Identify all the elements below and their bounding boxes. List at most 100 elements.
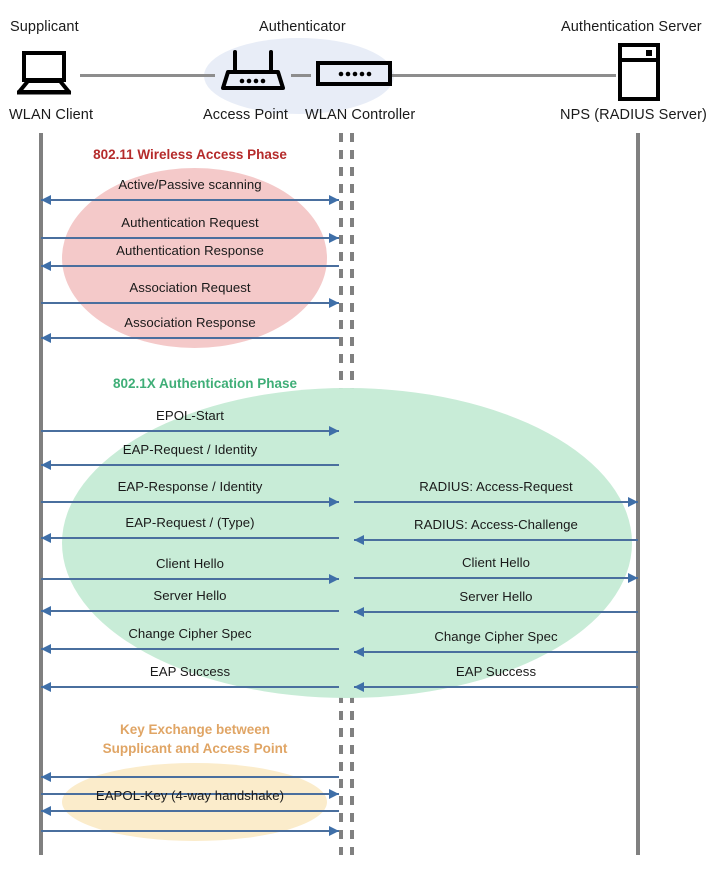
msg-left-message-14-line	[41, 793, 339, 795]
msg-left-eap-response-identity-7: EAP-Response / Identity	[41, 479, 339, 503]
actor-device-nps-server: NPS (RADIUS Server)	[560, 107, 707, 123]
msg-right-radius-access-request-0-label: RADIUS: Access-Request	[419, 479, 573, 494]
msg-left-association-request-3: Association Request	[41, 280, 339, 304]
msg-left-client-hello-9-arrowhead-right	[329, 574, 339, 584]
server-tower-icon	[617, 43, 661, 101]
msg-left-change-cipher-spec-11-label: Change Cipher Spec	[128, 626, 252, 641]
msg-left-eap-success-12-line	[41, 686, 339, 688]
msg-left-client-hello-9: Client Hello	[41, 556, 339, 580]
msg-left-eap-response-identity-7-label: EAP-Response / Identity	[117, 479, 263, 494]
msg-left-message-16-line	[41, 830, 339, 832]
link-controller-to-server	[392, 74, 616, 77]
actor-role-supplicant: Supplicant	[10, 19, 79, 35]
msg-right-server-hello-3-line	[354, 611, 638, 613]
msg-left-message-13-line	[41, 776, 339, 778]
msg-left-message-14-arrowhead-right	[329, 789, 339, 799]
msg-right-eap-success-5: EAP Success	[354, 664, 638, 688]
msg-right-radius-access-request-0: RADIUS: Access-Request	[354, 479, 638, 503]
lifeline-supplicant	[39, 133, 43, 855]
msg-left-authentication-request-1-arrowhead-right	[329, 233, 339, 243]
link-ap-to-controller	[291, 74, 311, 77]
msg-right-eap-success-5-line	[354, 686, 638, 688]
msg-left-association-response-4-arrowhead-left	[41, 333, 51, 343]
msg-left-active-passive-scanning-0-arrowhead-left	[41, 195, 51, 205]
msg-left-association-response-4-line	[41, 337, 339, 339]
msg-left-change-cipher-spec-11-arrowhead-left	[41, 644, 51, 654]
msg-left-epol-start-5-line	[41, 430, 339, 432]
msg-left-association-response-4-label: Association Response	[124, 315, 256, 330]
msg-left-eapol-key-4-way-handshake-15: EAPOL-Key (4-way handshake)	[41, 788, 339, 812]
msg-left-epol-start-5: EPOL-Start	[41, 408, 339, 432]
msg-left-eap-request-identity-6-label: EAP-Request / Identity	[122, 442, 258, 457]
msg-right-radius-access-challenge-1-arrowhead-left	[354, 535, 364, 545]
msg-right-server-hello-3-arrowhead-left	[354, 607, 364, 617]
actor-role-auth-server: Authentication Server	[561, 19, 702, 35]
msg-left-message-13-arrowhead-left	[41, 772, 51, 782]
msg-right-change-cipher-spec-4-arrowhead-left	[354, 647, 364, 657]
msg-right-change-cipher-spec-4-label: Change Cipher Spec	[434, 629, 558, 644]
msg-left-eap-request-type-8-line	[41, 537, 339, 539]
actor-role-authenticator: Authenticator	[259, 19, 346, 35]
msg-right-radius-access-challenge-1-label: RADIUS: Access-Challenge	[414, 517, 578, 532]
msg-right-change-cipher-spec-4: Change Cipher Spec	[354, 629, 638, 653]
msg-right-server-hello-3-label: Server Hello	[459, 589, 533, 604]
msg-left-change-cipher-spec-11: Change Cipher Spec	[41, 626, 339, 650]
msg-left-authentication-request-1-label: Authentication Request	[121, 215, 259, 230]
msg-right-eap-success-5-arrowhead-left	[354, 682, 364, 692]
phase-blob-wireless-access	[62, 168, 327, 348]
msg-right-radius-access-request-0-arrowhead-right	[628, 497, 638, 507]
msg-left-association-response-4: Association Response	[41, 315, 339, 339]
msg-right-client-hello-2: Client Hello	[354, 555, 638, 579]
phase-label-wireless-access: 802.11 Wireless Access Phase	[93, 147, 287, 162]
msg-left-server-hello-10: Server Hello	[41, 588, 339, 612]
msg-left-message-16	[41, 808, 339, 832]
msg-right-client-hello-2-label: Client Hello	[461, 555, 531, 570]
phase-blob-dot1x-auth	[62, 388, 632, 698]
msg-left-authentication-response-2-label: Authentication Response	[116, 243, 264, 258]
msg-left-eapol-key-4-way-handshake-15-label: EAPOL-Key (4-way handshake)	[95, 788, 285, 803]
msg-left-association-request-3-arrowhead-right	[329, 298, 339, 308]
msg-left-eap-request-type-8-label: EAP-Request / (Type)	[125, 515, 255, 530]
lifeline-auth-server	[636, 133, 640, 855]
msg-left-change-cipher-spec-11-line	[41, 648, 339, 650]
link-client-to-ap	[80, 74, 215, 77]
phase-label-key-exchange-line1: Key Exchange between	[119, 722, 271, 737]
msg-left-eap-request-identity-6-arrowhead-left	[41, 460, 51, 470]
msg-right-server-hello-3: Server Hello	[354, 589, 638, 613]
msg-left-message-16-arrowhead-right	[329, 826, 339, 836]
laptop-icon	[13, 50, 75, 96]
msg-left-epol-start-5-label: EPOL-Start	[156, 408, 224, 423]
msg-right-radius-access-request-0-line	[354, 501, 638, 503]
msg-left-active-passive-scanning-0-line	[41, 199, 339, 201]
msg-left-association-request-3-line	[41, 302, 339, 304]
actor-device-wlan-controller: WLAN Controller	[305, 107, 416, 123]
msg-left-eap-success-12-label: EAP Success	[149, 664, 231, 679]
msg-left-authentication-response-2-line	[41, 265, 339, 267]
msg-left-eapol-key-4-way-handshake-15-line	[41, 810, 339, 812]
actor-device-wlan-client: WLAN Client	[9, 107, 94, 123]
msg-left-epol-start-5-arrowhead-right	[329, 426, 339, 436]
actor-device-access-point: Access Point	[203, 107, 289, 123]
msg-right-eap-success-5-label: EAP Success	[455, 664, 537, 679]
msg-right-client-hello-2-line	[354, 577, 638, 579]
msg-left-eap-success-12-arrowhead-left	[41, 682, 51, 692]
msg-left-server-hello-10-label: Server Hello	[153, 588, 227, 603]
msg-left-server-hello-10-arrowhead-left	[41, 606, 51, 616]
msg-left-eapol-key-4-way-handshake-15-arrowhead-left	[41, 806, 51, 816]
msg-right-client-hello-2-arrowhead-right	[628, 573, 638, 583]
msg-left-server-hello-10-line	[41, 610, 339, 612]
msg-left-association-request-3-label: Association Request	[129, 280, 251, 295]
wireless-router-icon	[215, 50, 291, 96]
msg-left-eap-response-identity-7-line	[41, 501, 339, 503]
phase-label-key-exchange-line2: Supplicant and Access Point	[102, 741, 288, 756]
msg-right-change-cipher-spec-4-line	[354, 651, 638, 653]
msg-left-authentication-response-2: Authentication Response	[41, 243, 339, 267]
controller-box-icon	[315, 60, 393, 88]
msg-right-radius-access-challenge-1-line	[354, 539, 638, 541]
msg-left-eap-success-12: EAP Success	[41, 664, 339, 688]
msg-left-client-hello-9-label: Client Hello	[155, 556, 225, 571]
msg-left-authentication-request-1: Authentication Request	[41, 215, 339, 239]
msg-left-authentication-request-1-line	[41, 237, 339, 239]
msg-left-eap-request-type-8: EAP-Request / (Type)	[41, 515, 339, 539]
